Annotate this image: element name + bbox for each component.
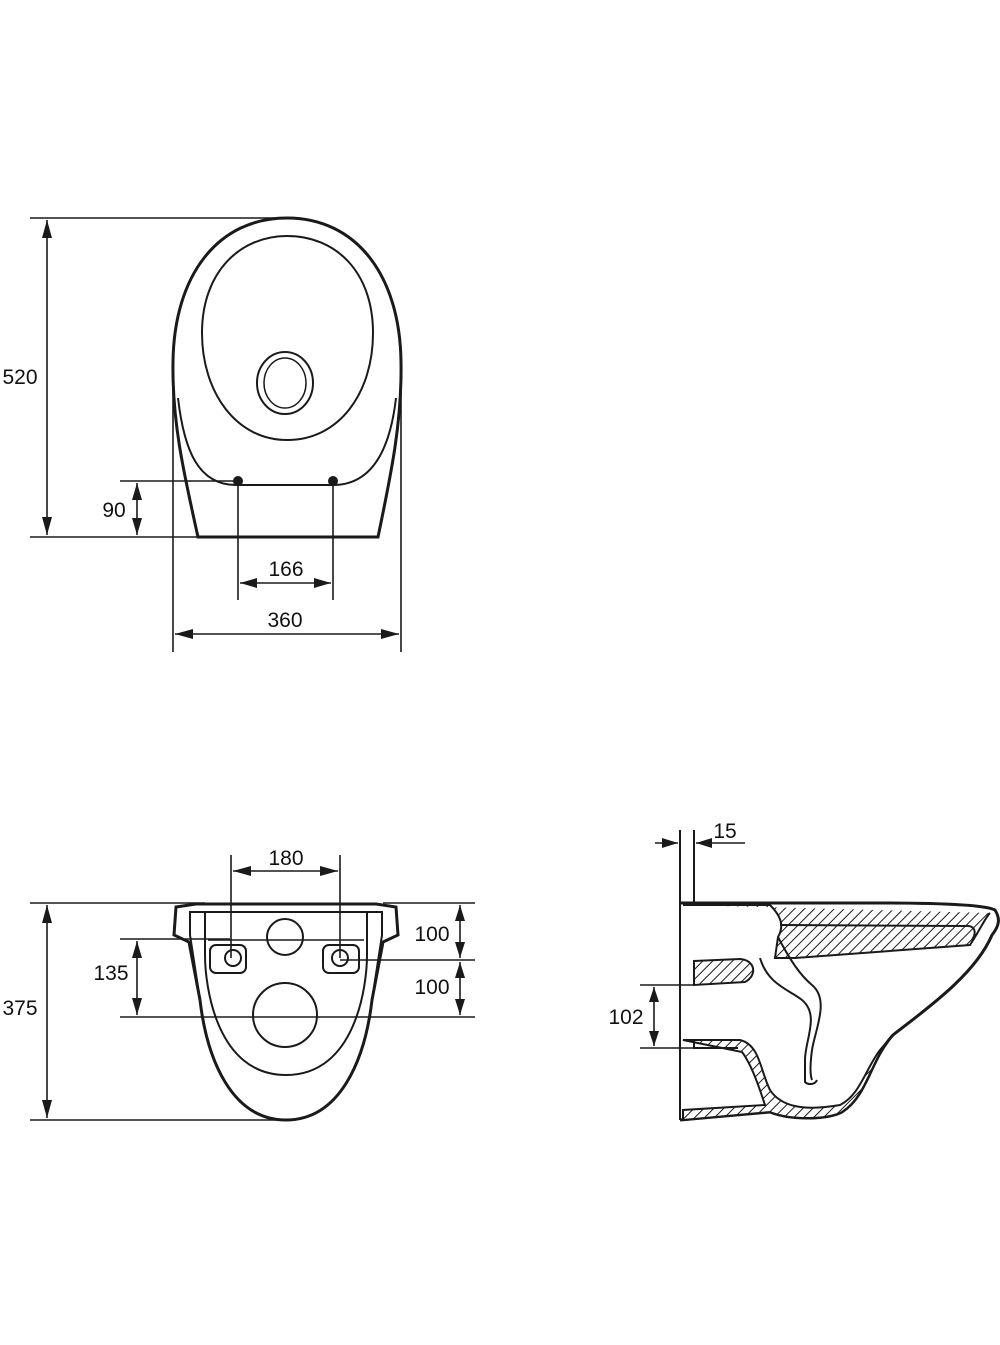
side-view: 15 102: [608, 820, 1000, 1122]
rear-dim-135: 135: [93, 962, 128, 985]
rear-view-outline: [172, 902, 400, 1122]
rear-view-dimension-lines: [30, 855, 475, 1121]
rear-view-openings: [209, 918, 360, 1048]
top-view-outline: [171, 216, 403, 539]
top-dim-360: 360: [267, 609, 302, 632]
side-view-dimension-lines: [640, 838, 745, 1049]
rear-dim-100-upper: 100: [414, 923, 449, 946]
side-view-wall: [679, 830, 695, 1120]
top-dim-520: 520: [2, 366, 37, 389]
top-dim-166: 166: [268, 558, 303, 581]
top-dim-90: 90: [102, 499, 125, 522]
top-view-dimension-lines: [30, 217, 402, 652]
rear-dim-375: 375: [2, 997, 37, 1020]
rear-dim-180: 180: [268, 847, 303, 870]
rear-dim-100-lower: 100: [414, 976, 449, 999]
rear-view: 375 180 135 100 100: [2, 847, 475, 1122]
side-dim-102: 102: [608, 1006, 643, 1029]
top-view: 520 90 166 360: [2, 216, 403, 652]
side-dim-15: 15: [713, 820, 736, 843]
side-view-section: [679, 901, 1000, 1122]
